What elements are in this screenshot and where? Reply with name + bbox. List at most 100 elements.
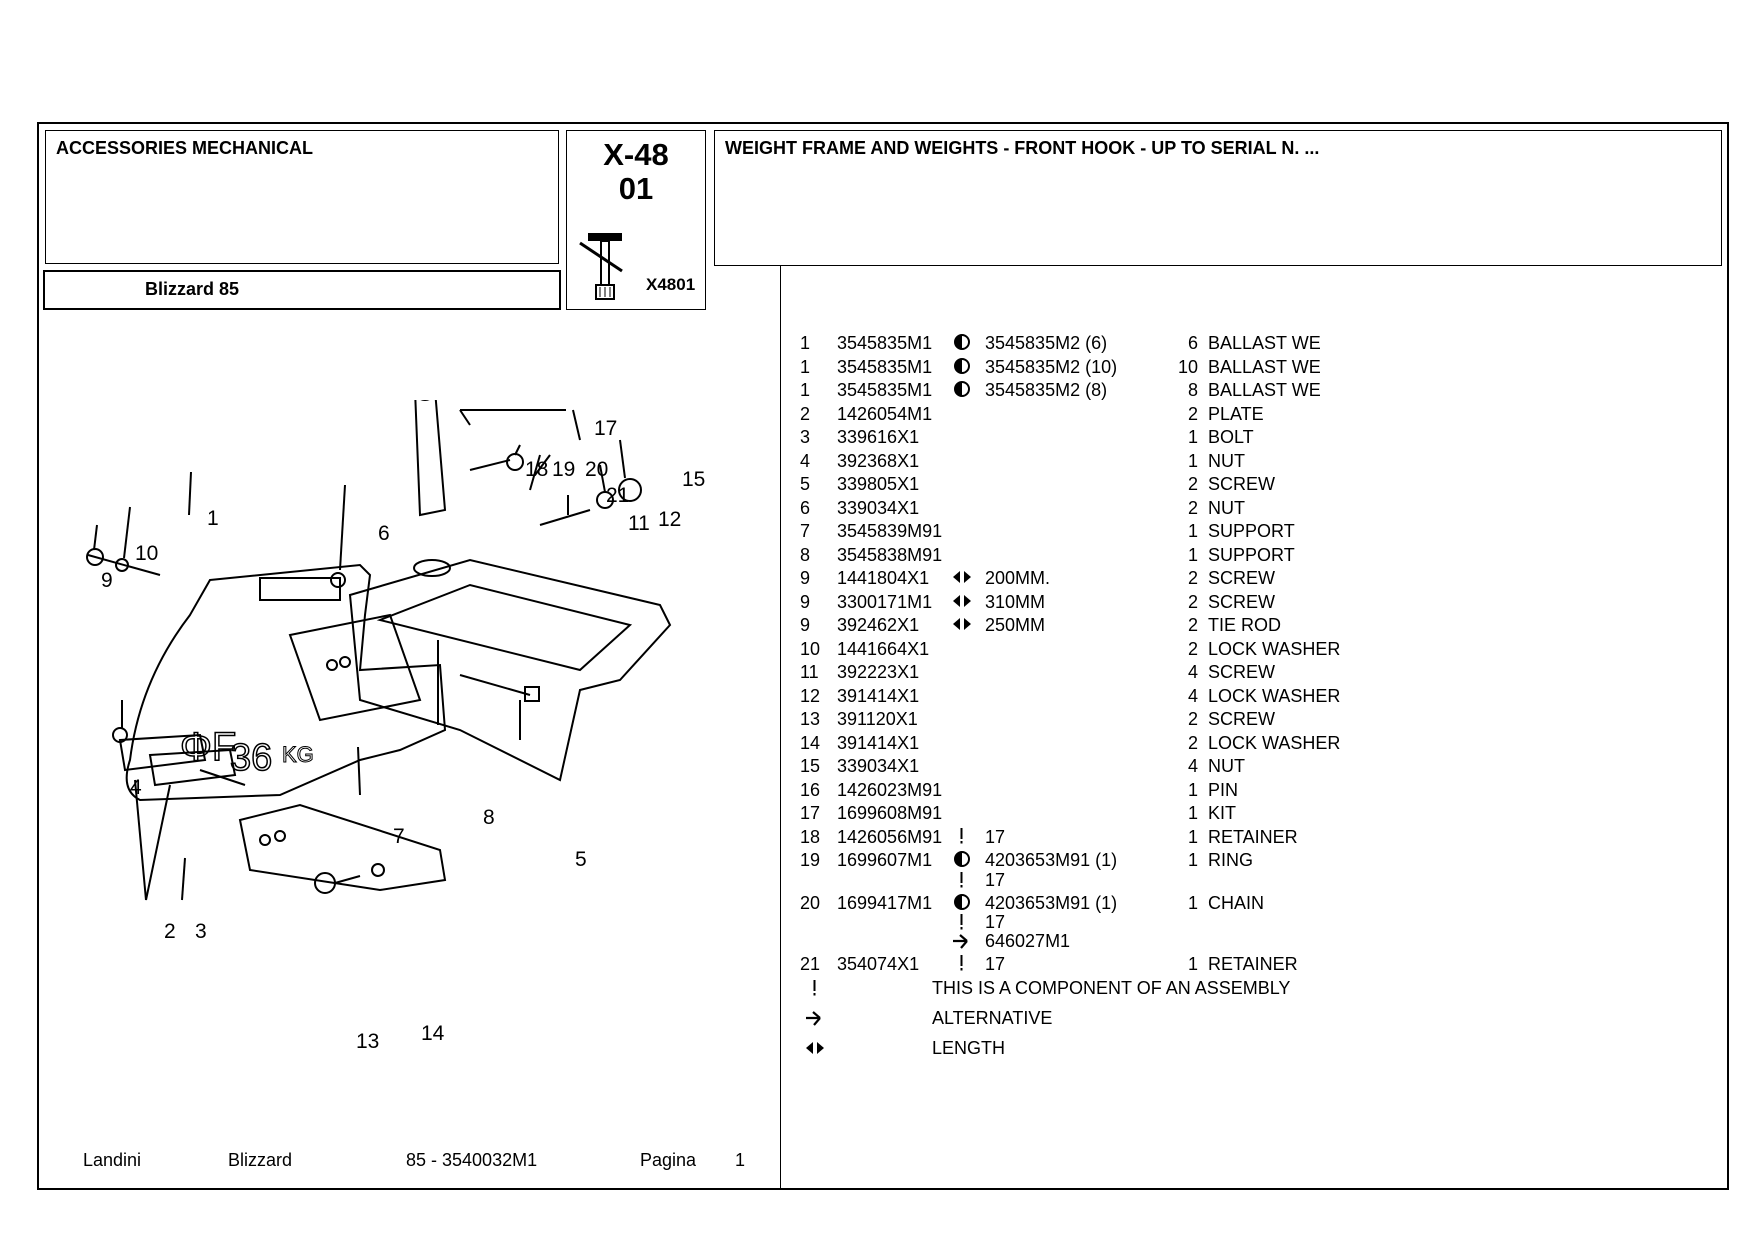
part-position: 5 (800, 474, 811, 494)
part-quantity: 2 (1187, 591, 1198, 612)
nut-15 (618, 478, 642, 502)
part-note: 200MM. (985, 568, 1051, 588)
exclamation-icon (960, 914, 963, 930)
part-symbol (951, 592, 973, 615)
callout-9: 9 (101, 569, 113, 592)
part-note: 3545835M2 (6) (985, 333, 1108, 353)
part-position: 9 (800, 568, 811, 588)
screw-5 (459, 674, 531, 696)
part-description: RETAINER (1208, 826, 1298, 847)
footer-brand: Landini (83, 1150, 142, 1170)
circle-half-icon (954, 851, 970, 867)
alternative-icon (806, 1011, 821, 1026)
part-number: 1699417M1 (837, 892, 933, 913)
model-name: Blizzard 85 (145, 279, 240, 299)
length-icon (806, 1042, 824, 1054)
part-position: 2 (800, 403, 811, 424)
callout-6: 6 (378, 522, 390, 545)
part-symbol (951, 850, 973, 873)
exclamation-icon (960, 871, 963, 887)
part-number: 3545835M1 (837, 380, 933, 400)
nut-6 (330, 572, 346, 588)
part-note: 4203653M91 (1) (985, 892, 1118, 913)
part-note: 3545835M2 (8) (985, 380, 1108, 400)
casting-kg-text: KG (282, 742, 314, 767)
legend-text: THIS IS A COMPONENT OF AN ASSEMBLY (932, 978, 1291, 998)
part-number: 354074X1 (837, 954, 920, 974)
legend-text: ALTERNATIVE (932, 1008, 1053, 1028)
part-position: 10 (800, 638, 821, 659)
part-position: 19 (800, 850, 821, 870)
callout-8: 8 (483, 806, 495, 829)
part-description: PLATE (1208, 403, 1264, 424)
exclamation-icon (960, 827, 963, 843)
section-title: ACCESSORIES MECHANICAL (56, 138, 314, 158)
legend-symbol (804, 1039, 826, 1062)
callout-5: 5 (575, 848, 587, 871)
part-position: 6 (800, 497, 811, 518)
part-note: 4203653M91 (1) (985, 850, 1118, 870)
plate-2a (118, 733, 207, 772)
callout-13: 13 (356, 1030, 380, 1053)
callout-4: 4 (130, 776, 142, 799)
callout-11: 11 (628, 512, 650, 535)
part-quantity: 2 (1187, 403, 1198, 424)
pin-thumbnail-icon (579, 233, 623, 300)
part-number: 3545838M91 (837, 544, 943, 565)
part-description: RING (1208, 850, 1253, 870)
part-description: PIN (1208, 779, 1239, 800)
part-description: SCREW (1208, 568, 1275, 588)
part-position: 12 (800, 685, 821, 706)
part-number: 1699608M91 (837, 803, 943, 823)
footer-series: Blizzard (228, 1150, 293, 1170)
part-quantity: 10 (1178, 356, 1199, 377)
part-note: 17 (985, 826, 1006, 847)
part-symbol (951, 357, 973, 380)
page-frame (37, 122, 1729, 1190)
part-quantity: 2 (1187, 709, 1198, 729)
part-number: 1426023M91 (837, 779, 943, 800)
callout-21: 21 (606, 484, 630, 507)
part-quantity: 1 (1187, 850, 1198, 870)
part-position: 17 (800, 803, 821, 823)
part-position: 1 (800, 356, 811, 377)
part-quantity: 4 (1187, 685, 1198, 706)
part-description: KIT (1208, 803, 1237, 823)
circle-half-icon (954, 334, 970, 350)
part-symbol (951, 893, 973, 916)
part-position: 13 (800, 709, 821, 729)
part-number: 3545835M1 (837, 333, 933, 353)
part-position: 21 (800, 954, 821, 974)
part-quantity: 2 (1187, 638, 1198, 659)
footer-catalog: 85 - 3540032M1 (406, 1150, 538, 1170)
support-7 (238, 803, 447, 892)
callout-15: 15 (682, 468, 706, 491)
callout-3: 3 (195, 920, 207, 943)
callout-17: 17 (594, 417, 618, 440)
exclamation-icon (813, 980, 816, 996)
part-position: 7 (800, 521, 811, 541)
part-note: 310MM (985, 591, 1046, 612)
part-number: 391120X1 (837, 709, 918, 729)
retainer-18 (469, 459, 511, 471)
weight-frame-shape (348, 558, 672, 782)
callout-7: 7 (393, 825, 405, 848)
alternative-icon (953, 934, 968, 949)
circle-half-icon (954, 381, 970, 397)
callout-20: 20 (585, 458, 609, 481)
part-quantity: 1 (1187, 803, 1198, 823)
title-box (714, 130, 1722, 266)
part-description: TIE ROD (1208, 615, 1282, 635)
part-quantity: 4 (1187, 756, 1198, 776)
part-quantity: 1 (1187, 954, 1198, 974)
screw-9 (87, 554, 161, 576)
part-position: 9 (800, 591, 811, 612)
part-position: 1 (800, 380, 811, 400)
page-title: WEIGHT FRAME AND WEIGHTS - FRONT HOOK - … (725, 138, 1320, 158)
part-number: 1426054M1 (837, 403, 933, 424)
part-description: SCREW (1208, 591, 1275, 612)
part-quantity: 1 (1187, 544, 1198, 565)
parts-diagram: ΦF 36 KG (86, 400, 672, 901)
callout-2: 2 (164, 920, 176, 943)
part-description: BALLAST WE (1208, 333, 1321, 353)
